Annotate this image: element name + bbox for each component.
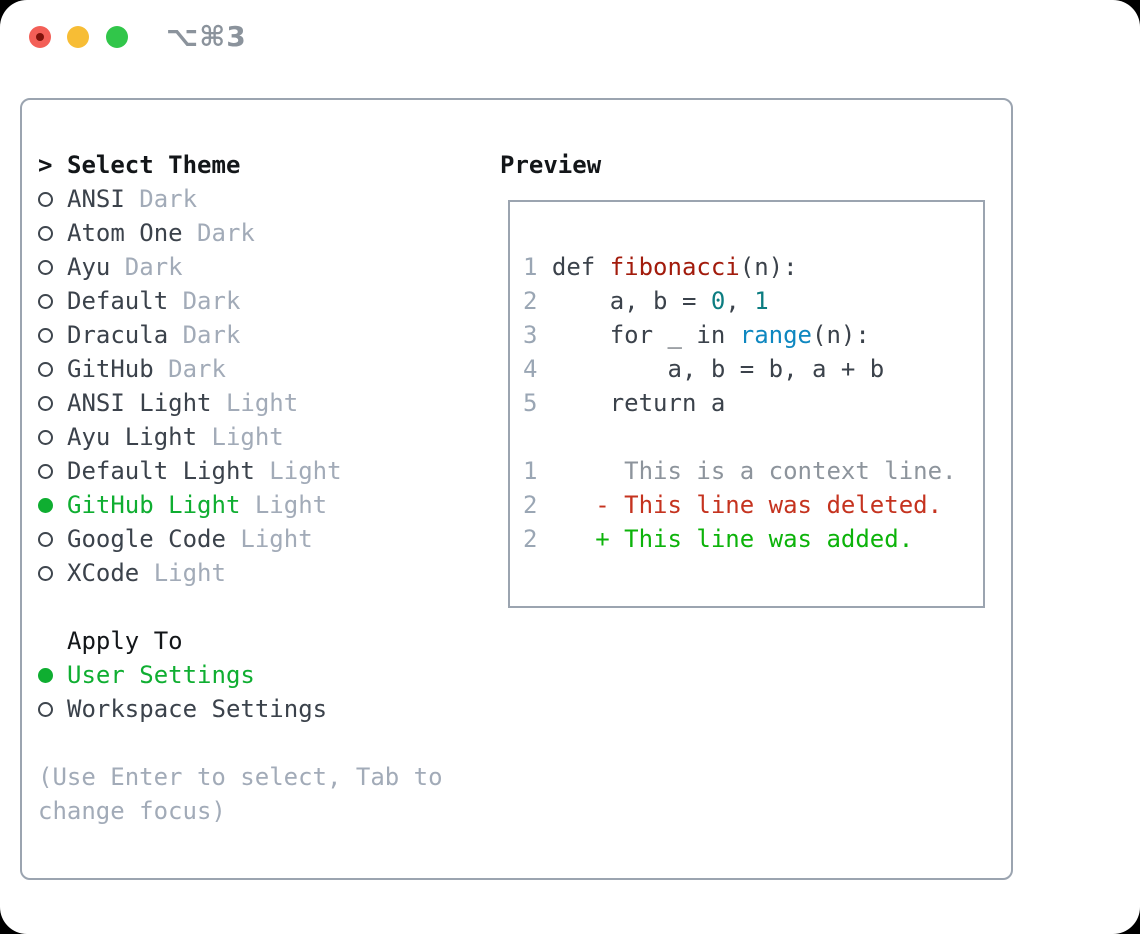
theme-variant: Dark <box>153 355 226 383</box>
theme-variant: Dark <box>110 253 183 281</box>
radio-icon <box>38 191 53 207</box>
apply-options-container: User Settings Workspace Settings <box>38 658 443 726</box>
code-line: 3 for _ in range(n): <box>523 321 870 349</box>
radio-icon <box>38 565 53 581</box>
selection-prompt-icon: > <box>38 151 53 179</box>
theme-variant: Light <box>211 389 299 417</box>
theme-option[interactable]: ANSI Light Light <box>38 386 443 420</box>
theme-variant: Dark <box>168 321 241 349</box>
code-line <box>523 420 983 454</box>
theme-variant: Light <box>139 559 226 587</box>
theme-name: Default <box>67 287 169 315</box>
apply-to-title: Apply To <box>67 627 183 655</box>
apply-option-label: User Settings <box>67 661 255 689</box>
radio-icon <box>38 225 53 241</box>
preview-title: Preview <box>500 151 602 179</box>
radio-icon <box>38 667 53 683</box>
theme-name: ANSI <box>67 185 125 213</box>
theme-name: Default Light <box>67 457 255 485</box>
theme-variant: Light <box>240 491 328 519</box>
code-line: 1 def fibonacci(n): <box>523 253 798 281</box>
radio-icon <box>38 293 53 309</box>
theme-option[interactable]: ANSI Dark <box>38 182 443 216</box>
theme-name: GitHub <box>67 355 154 383</box>
theme-name: Ayu <box>67 253 111 281</box>
theme-name: Atom One <box>67 219 183 247</box>
minimize-button[interactable] <box>67 26 89 48</box>
theme-option[interactable]: Google Code Light <box>38 522 443 556</box>
theme-option[interactable]: XCode Light <box>38 556 443 590</box>
radio-icon <box>38 429 53 445</box>
theme-option[interactable]: Default Light Light <box>38 454 443 488</box>
theme-option[interactable]: GitHub Light Light <box>38 488 443 522</box>
theme-variant: Dark <box>168 287 241 315</box>
theme-picker-panel: > Select Theme ANSI Dark Atom One Dark A… <box>20 98 1013 880</box>
theme-option[interactable]: GitHub Dark <box>38 352 443 386</box>
theme-option[interactable]: Ayu Dark <box>38 250 443 284</box>
theme-option[interactable]: Default Dark <box>38 284 443 318</box>
unsaved-dot-icon <box>36 33 44 41</box>
radio-icon <box>38 361 53 377</box>
theme-option[interactable]: Dracula Dark <box>38 318 443 352</box>
theme-name: XCode <box>67 559 140 587</box>
theme-name: Ayu Light <box>67 423 198 451</box>
spacer <box>38 726 443 760</box>
radio-icon <box>38 497 53 513</box>
theme-variant: Light <box>197 423 284 451</box>
hint-line-2: change focus) <box>38 797 226 825</box>
theme-variant: Dark <box>182 219 255 247</box>
preview-box: 1 def fibonacci(n): 2 a, b = 0, 1 3 for _ … <box>508 200 985 608</box>
radio-icon <box>38 531 53 547</box>
theme-list: > Select Theme ANSI Dark Atom One Dark A… <box>38 148 443 828</box>
theme-name: ANSI Light <box>67 389 212 417</box>
theme-name: GitHub Light <box>67 491 241 519</box>
theme-options-container: ANSI Dark Atom One Dark Ayu Dark Default… <box>38 182 443 590</box>
apply-to-header: Apply To <box>38 624 443 658</box>
zoom-button[interactable] <box>106 26 128 48</box>
apply-option[interactable]: User Settings <box>38 658 443 692</box>
apply-option[interactable]: Workspace Settings <box>38 692 443 726</box>
close-button[interactable] <box>29 26 51 48</box>
window-shortcut-label: ⌥⌘3 <box>166 20 247 53</box>
spacer <box>38 590 443 624</box>
radio-icon <box>38 327 53 343</box>
code-line: 5 return a <box>523 389 726 417</box>
radio-icon <box>38 259 53 275</box>
theme-variant: Dark <box>124 185 198 213</box>
theme-name: Google Code <box>67 525 226 553</box>
theme-variant: Light <box>225 525 313 553</box>
apply-option-label: Workspace Settings <box>67 695 328 723</box>
code-line: 2 a, b = 0, 1 <box>523 287 769 315</box>
theme-option[interactable]: Atom One Dark <box>38 216 443 250</box>
hint-line-1: (Use Enter to select, Tab to <box>38 763 443 791</box>
radio-icon <box>38 701 53 717</box>
code-line: 2 + This line was added. <box>523 525 914 553</box>
theme-list-title: Select Theme <box>67 151 241 179</box>
theme-variant: Light <box>254 457 342 485</box>
theme-name: Dracula <box>67 321 169 349</box>
theme-list-header: > Select Theme <box>38 148 443 182</box>
radio-icon <box>38 463 53 479</box>
radio-icon <box>38 395 53 411</box>
theme-option[interactable]: Ayu Light Light <box>38 420 443 454</box>
code-line: 1 This is a context line. <box>523 457 957 485</box>
code-line: 2 - This line was deleted. <box>523 491 943 519</box>
code-line: 4 a, b = b, a + b <box>523 355 885 383</box>
